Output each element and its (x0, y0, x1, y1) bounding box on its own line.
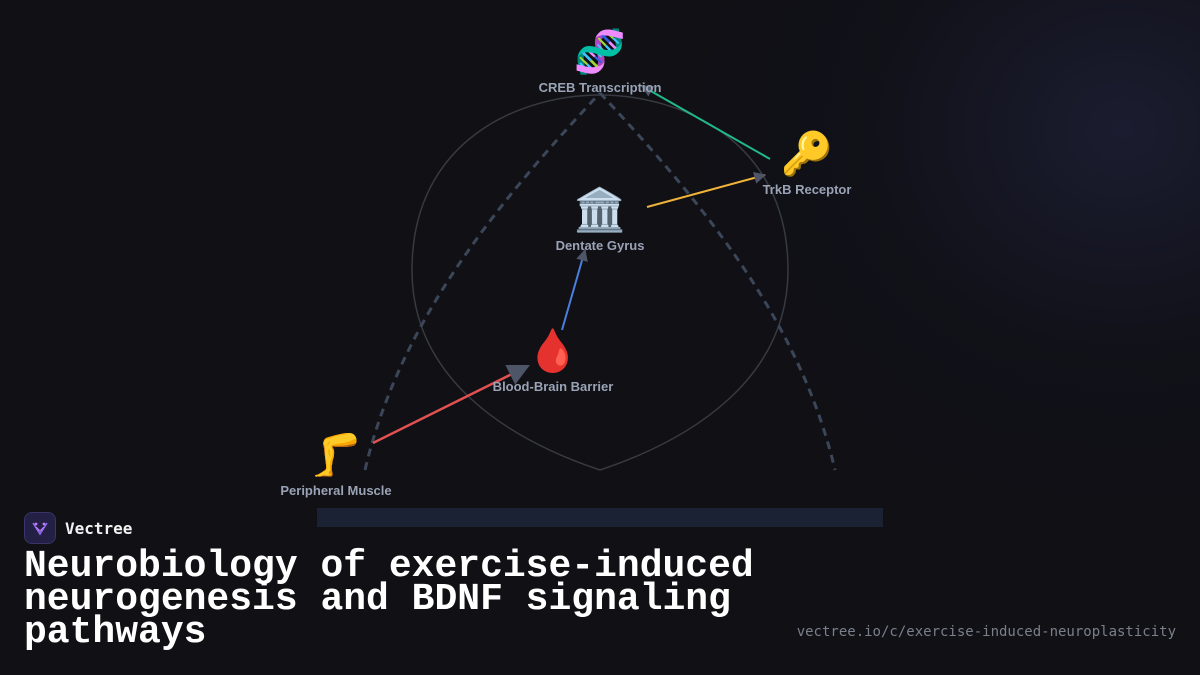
dna-icon: 🧬 (573, 28, 627, 75)
edge-muscle-to-bbb (372, 364, 530, 445)
node-label: TrkB Receptor (762, 182, 852, 197)
brand-name: Vectree (65, 518, 133, 538)
node-blood-brain-barrier[interactable]: 🩸 Blood-Brain Barrier (493, 327, 614, 394)
brain-outline (411, 94, 789, 471)
node-dentate-gyrus[interactable]: 🏛️ Dentate Gyrus (556, 186, 645, 253)
dashed-arc-left (363, 91, 602, 471)
blood-drop-icon: 🩸 (526, 327, 580, 374)
brand[interactable]: Vectree (24, 512, 132, 544)
classical-building-icon: 🏛️ (573, 186, 627, 233)
node-label: Blood-Brain Barrier (492, 379, 614, 394)
node-label: CREB Transcription (538, 80, 662, 95)
source-url[interactable]: vectree.io/c/exercise-induced-neuroplast… (796, 624, 1176, 640)
node-trkb-receptor[interactable]: 🔑 TrkB Receptor (763, 130, 852, 197)
key-icon: 🔑 (780, 130, 834, 177)
dashed-arc-right (598, 91, 837, 471)
node-label: Peripheral Muscle (280, 483, 392, 498)
edge-dentate-to-trkb (646, 172, 767, 208)
edge-bbb-to-dentate (561, 248, 588, 331)
node-creb-transcription[interactable]: 🧬 CREB Transcription (539, 28, 662, 95)
progress-track (317, 508, 883, 527)
node-label: Dentate Gyrus (555, 238, 645, 253)
vectree-logo-icon (24, 512, 56, 544)
page-title: Neurobiology of exercise-induced neuroge… (24, 545, 754, 654)
edge-trkb-to-creb (640, 85, 771, 160)
node-peripheral-muscle[interactable]: 🦵 Peripheral Muscle (280, 431, 391, 498)
leg-icon: 🦵 (309, 431, 363, 478)
